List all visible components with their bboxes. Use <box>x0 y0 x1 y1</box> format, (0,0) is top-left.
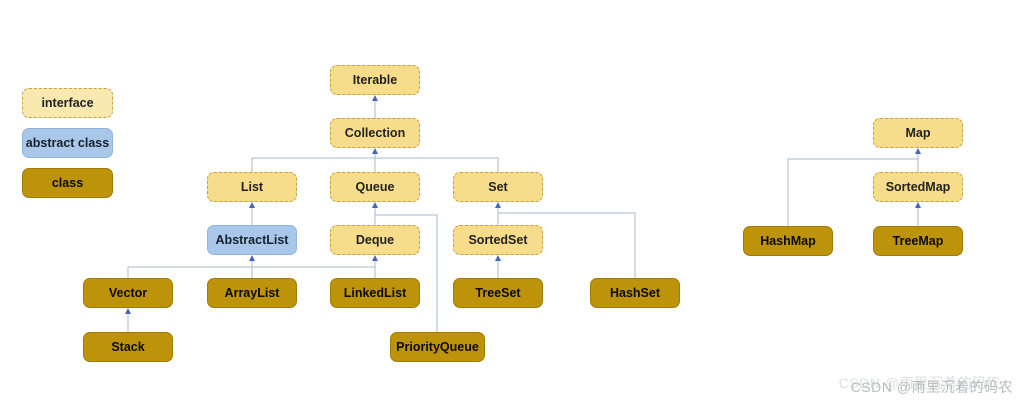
node-set: Set <box>453 172 543 202</box>
node-priorityqueue: PriorityQueue <box>390 332 485 362</box>
arrowhead-sortedset-to-set <box>495 202 501 208</box>
edge-priorityqueue-to-queue <box>375 214 438 332</box>
arrowhead-deque-to-queue <box>372 202 378 208</box>
node-hashmap: HashMap <box>743 226 833 256</box>
node-iterable: Iterable <box>330 65 420 95</box>
node-sortedset: SortedSet <box>453 225 543 255</box>
node-arraylist: ArrayList <box>207 278 297 308</box>
node-map: Map <box>873 118 963 148</box>
arrowhead-sortedmap-to-map <box>915 148 921 154</box>
arrowhead-treemap-to-sortedmap <box>915 202 921 208</box>
node-linkedlist: LinkedList <box>330 278 420 308</box>
edge-hashset-to-set <box>498 212 636 278</box>
node-abstractlist: AbstractList <box>207 225 297 255</box>
watermark: CSDN @雨里沉着的码农 <box>850 379 1013 395</box>
node-queue: Queue <box>330 172 420 202</box>
watermark-ghost: CSDN @雨里沉着的码农 <box>838 375 1001 391</box>
arrowhead-treeset-to-sortedset <box>495 255 501 261</box>
legend-item-class: class <box>22 168 113 198</box>
legend-item-interface: interface <box>22 88 113 118</box>
legend-item-abstract-class: abstract class <box>22 128 113 158</box>
node-deque: Deque <box>330 225 420 255</box>
arrowhead-abstractlist-to-list <box>249 202 255 208</box>
arrowhead-bus-to-collection <box>372 148 378 154</box>
edge-hashmap-to-map <box>787 158 918 226</box>
node-collection: Collection <box>330 118 420 148</box>
arrowhead-stack-to-vector <box>125 308 131 314</box>
node-vector: Vector <box>83 278 173 308</box>
node-treemap: TreeMap <box>873 226 963 256</box>
node-stack: Stack <box>83 332 173 362</box>
node-list: List <box>207 172 297 202</box>
node-treeset: TreeSet <box>453 278 543 308</box>
arrowhead-linkedlist-to-deque <box>372 255 378 261</box>
arrowhead-collection-to-iterable <box>372 95 378 101</box>
node-sortedmap: SortedMap <box>873 172 963 202</box>
node-hashset: HashSet <box>590 278 680 308</box>
arrowhead-bus-to-abstractlist <box>249 255 255 261</box>
